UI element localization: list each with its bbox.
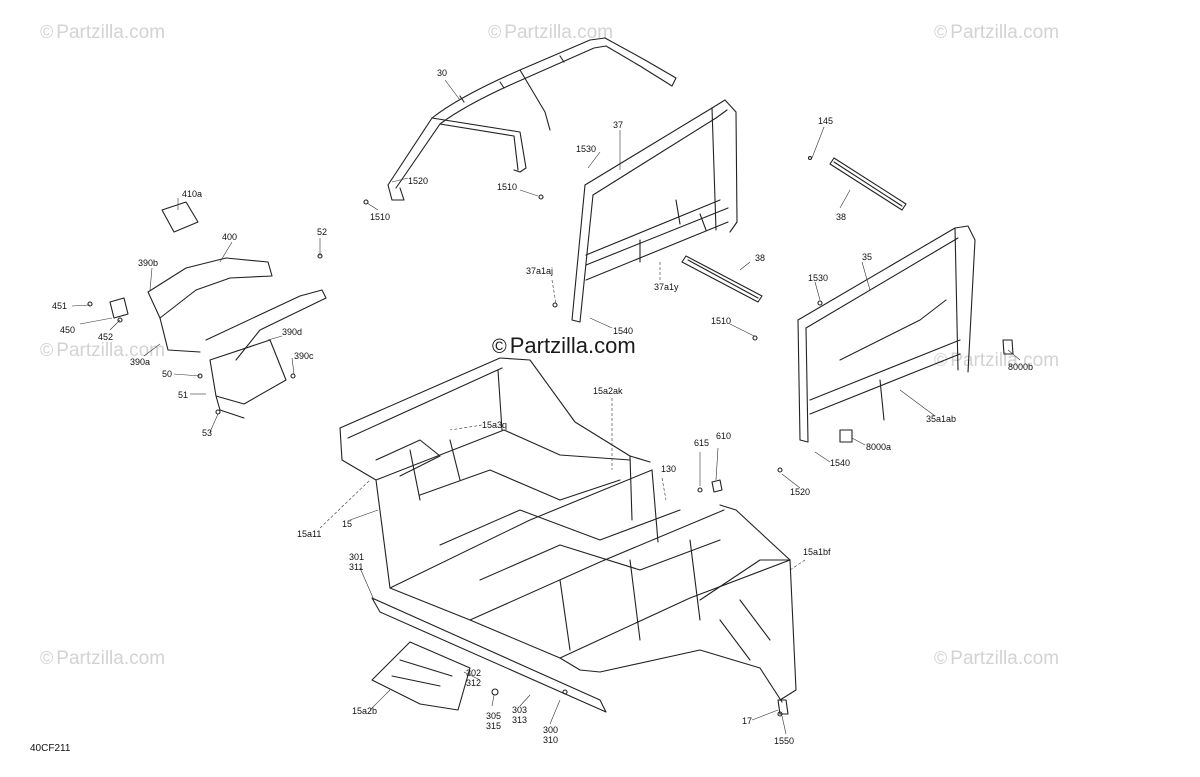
diagram-code: 40CF211 — [30, 743, 71, 754]
callout-1510-right: 1510 — [711, 316, 732, 326]
leader-lines — [71, 79, 1021, 735]
callout-51: 51 — [178, 390, 189, 400]
callout-390a: 390a — [130, 357, 151, 367]
callout-615: 615 — [694, 438, 710, 448]
callout-450: 450 — [60, 325, 76, 335]
callout-312: 312 — [466, 678, 482, 688]
callout-311: 311 — [349, 562, 364, 572]
callout-38-upper: 38 — [836, 212, 847, 222]
cross-bar-lower — [681, 255, 763, 303]
callout-610: 610 — [716, 431, 732, 441]
callout-50: 50 — [162, 369, 173, 379]
callout-390c: 390c — [294, 351, 314, 361]
callout-1520-upper: 1520 — [408, 176, 429, 186]
watermark-bottom-left: ©Partzilla.com — [40, 648, 166, 669]
callout-1540-upper: 1540 — [613, 326, 634, 336]
watermark-top-left: ©Partzilla.com — [40, 22, 166, 43]
cross-bar-upper — [829, 157, 907, 211]
callout-305: 305 — [486, 711, 502, 721]
callout-310: 310 — [543, 735, 559, 745]
callout-303: 303 — [512, 705, 528, 715]
callout-1520-lower: 1520 — [790, 487, 811, 497]
callout-15a2ak: 15a2ak — [593, 386, 623, 396]
callout-35: 35 — [862, 252, 873, 262]
callout-37a1y: 37a1y — [654, 282, 679, 292]
callout-15a11: 15a11 — [297, 529, 322, 539]
callout-37: 37 — [613, 120, 624, 130]
callout-315: 315 — [486, 721, 502, 731]
callout-452: 452 — [98, 332, 114, 342]
callout-30: 30 — [437, 68, 448, 78]
center-watermark: ©Partzilla.com — [492, 333, 636, 358]
roll-cage-top — [387, 37, 677, 201]
callout-400: 400 — [222, 232, 238, 242]
watermark-bottom-right: ©Partzilla.com — [934, 648, 1060, 669]
watermark-top-right: ©Partzilla.com — [934, 22, 1060, 43]
callout-1550: 1550 — [774, 736, 795, 746]
front-bracket — [109, 201, 327, 419]
watermark-mid-left: ©Partzilla.com — [40, 340, 166, 361]
watermark-top-center: ©Partzilla.com — [488, 22, 614, 43]
rear-cage — [571, 99, 738, 323]
callout-145: 145 — [818, 116, 834, 126]
callout-1510-middle: 1510 — [497, 182, 518, 192]
callout-15a2b: 15a2b — [352, 706, 378, 716]
callout-410a: 410a — [182, 189, 203, 199]
callout-390b: 390b — [138, 258, 159, 268]
main-frame — [339, 357, 797, 703]
callout-1530-upper: 1530 — [576, 144, 597, 154]
callout-15a3q: 15a3q — [482, 420, 508, 430]
callout-15a1bf: 15a1bf — [803, 547, 831, 557]
callout-300: 300 — [543, 725, 559, 735]
callout-302: 302 — [466, 668, 482, 678]
callout-53: 53 — [202, 428, 213, 438]
callout-37a1aj: 37a1aj — [526, 266, 554, 276]
callout-451: 451 — [52, 301, 68, 311]
callout-390d: 390d — [282, 327, 303, 337]
callout-35a1ab: 35a1ab — [926, 414, 957, 424]
callout-38-lower: 38 — [755, 253, 766, 263]
callout-1510-left: 1510 — [370, 212, 391, 222]
callout-8000a: 8000a — [866, 442, 892, 452]
callout-1540-lower: 1540 — [830, 458, 851, 468]
callout-15: 15 — [342, 519, 353, 529]
watermark-mid-right: ©Partzilla.com — [934, 350, 1060, 371]
skid-plates — [371, 597, 607, 713]
callout-301: 301 — [349, 552, 365, 562]
callout-313: 313 — [512, 715, 528, 725]
callout-52: 52 — [317, 227, 328, 237]
side-cage — [797, 225, 976, 443]
callout-17: 17 — [742, 716, 753, 726]
callout-130: 130 — [661, 464, 677, 474]
callout-1530-lower: 1530 — [808, 273, 829, 283]
callout-8000b: 8000b — [1008, 362, 1034, 372]
